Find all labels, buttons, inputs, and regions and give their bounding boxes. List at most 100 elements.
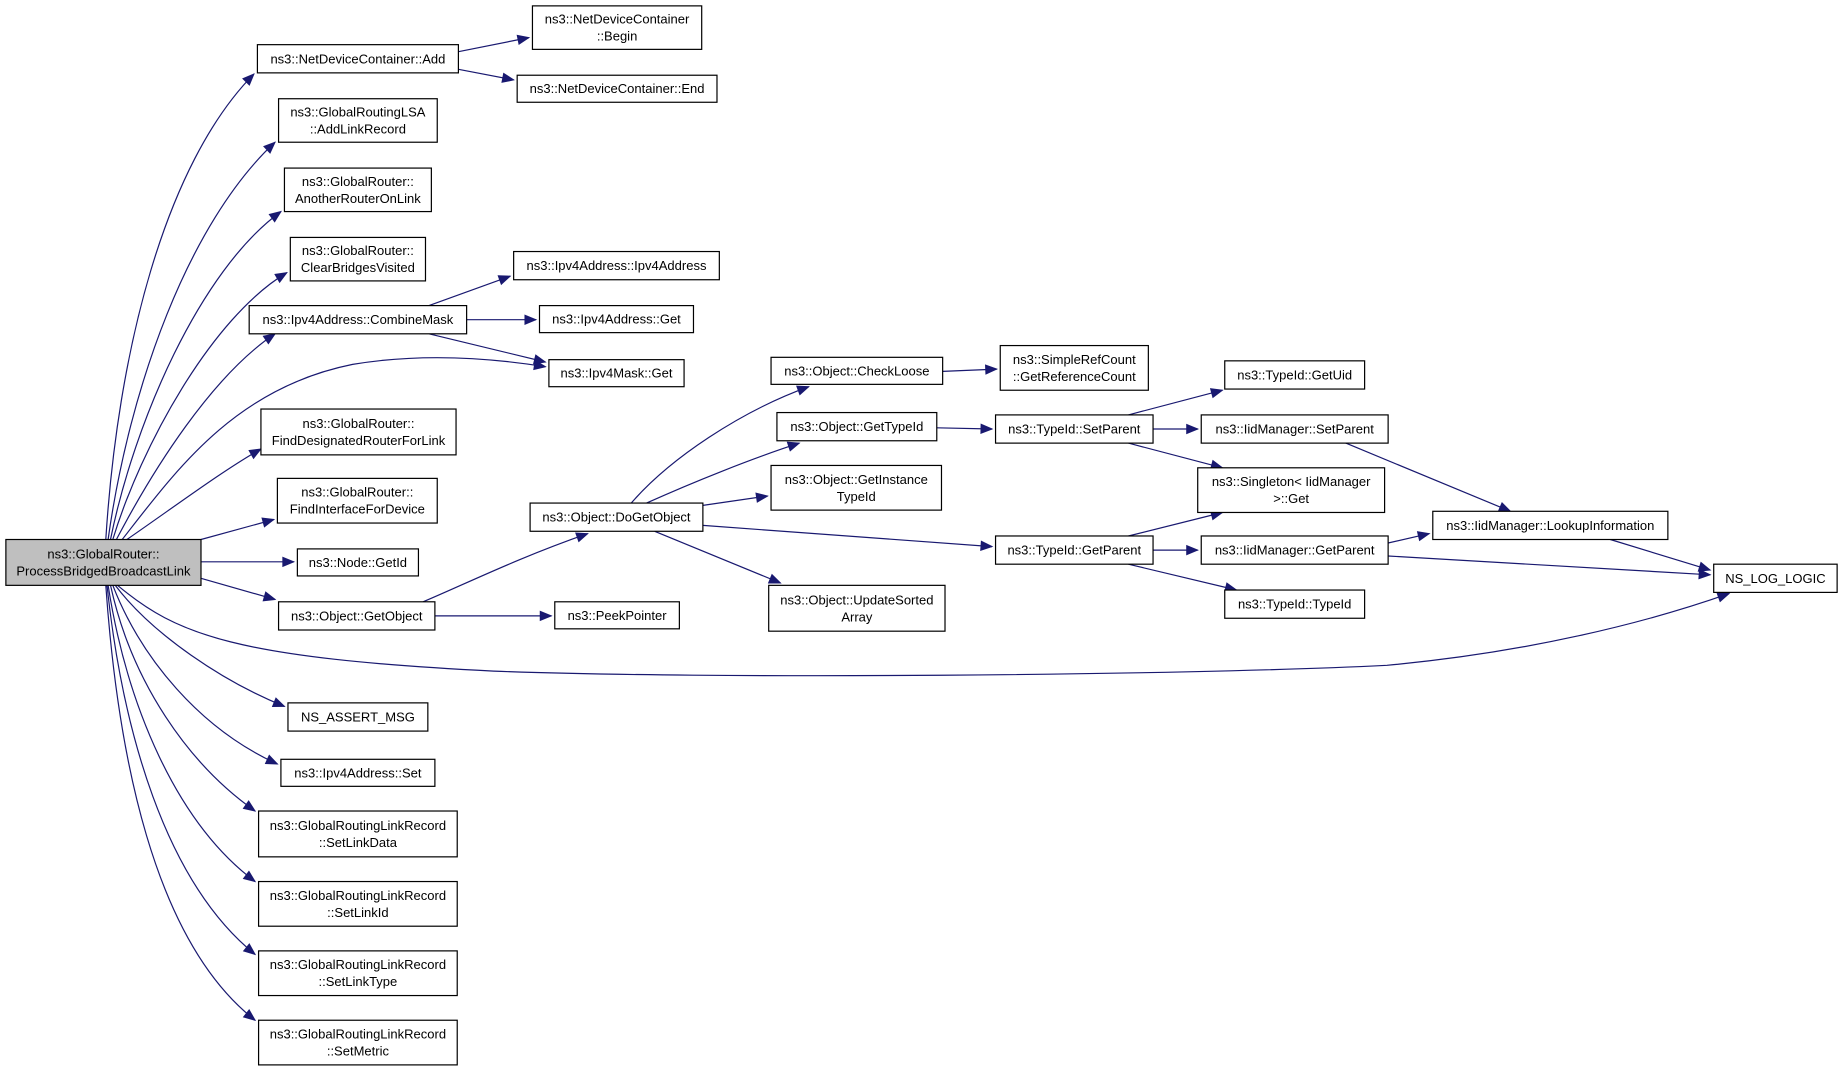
edge-arrowhead [274, 272, 288, 284]
node-box [531, 5, 703, 50]
node-grlr-setdata[interactable]: ns3::GlobalRoutingLinkRecord::SetLinkDat… [257, 810, 458, 858]
node-box [296, 548, 420, 577]
node-singleton-get[interactable]: ns3::Singleton< IidManager>::Get [1197, 467, 1386, 514]
node-label-line: ns3::TypeId::GetParent [1007, 543, 1141, 558]
edge-line [114, 584, 285, 707]
node-tid-setparent[interactable]: ns3::TypeId::SetParent [994, 414, 1154, 444]
edge-arrowhead [1209, 388, 1224, 399]
node-ipv4-set[interactable]: ns3::Ipv4Address::Set [280, 758, 436, 787]
node-gr-clear[interactable]: ns3::GlobalRouter::ClearBridgesVisited [289, 236, 427, 282]
edge-arrowhead [271, 697, 286, 707]
node-ipv4-get[interactable]: ns3::Ipv4Address::Get [538, 304, 695, 334]
node-iid-setparent[interactable]: ns3::IidManager::SetParent [1200, 414, 1389, 444]
node-obj-dogetobject[interactable]: ns3::Object::DoGetObject [529, 502, 704, 532]
node-label-line: Array [841, 609, 873, 624]
node-tid-typeid[interactable]: ns3::TypeId::TypeId [1224, 589, 1366, 619]
edge-line [117, 584, 1730, 677]
node-box [529, 502, 704, 532]
edge-obj_getobject-to-peekpointer [434, 610, 553, 622]
edge-root-to-grlr_settype [106, 585, 257, 956]
node-node-getid[interactable]: ns3::Node::GetId [296, 548, 420, 577]
edge-line [630, 386, 809, 504]
node-root[interactable]: ns3::GlobalRouter::ProcessBridgedBroadca… [5, 538, 202, 586]
node-iid-lookup[interactable]: ns3::IidManager::LookupInformation [1432, 510, 1669, 541]
node-ns-log-logic[interactable]: NS_LOG_LOGIC [1713, 563, 1838, 593]
node-grlr-settype[interactable]: ns3::GlobalRoutingLinkRecord::SetLinkTyp… [257, 950, 458, 997]
node-label-line: ns3::TypeId::GetUid [1237, 367, 1352, 382]
node-grlr-setmetric[interactable]: ns3::GlobalRoutingLinkRecord::SetMetric [257, 1019, 458, 1066]
node-label-line: ns3::NetDeviceContainer::Add [270, 51, 445, 66]
edge-arrowhead [263, 141, 277, 154]
edge-line [1610, 538, 1711, 571]
node-label-line: ::SetMetric [327, 1044, 390, 1059]
node-ndc-begin[interactable]: ns3::NetDeviceContainer::Begin [531, 5, 703, 50]
edge-line [1345, 442, 1511, 512]
edge-ndc_add-to-ndc_begin [458, 34, 531, 53]
node-obj-gettypeid[interactable]: ns3::Object::GetTypeId [776, 411, 938, 442]
node-tid-getparent[interactable]: ns3::TypeId::GetParent [994, 535, 1154, 565]
node-label-line: ::AddLinkRecord [310, 121, 406, 136]
node-box [1713, 563, 1838, 593]
node-gr-findif[interactable]: ns3::GlobalRouter::FindInterfaceForDevic… [276, 477, 438, 524]
node-gr-finddr[interactable]: ns3::GlobalRouter::FindDesignatedRouterF… [260, 408, 457, 456]
edge-line [428, 275, 511, 307]
node-gr-another[interactable]: ns3::GlobalRouter::AnotherRouterOnLink [283, 167, 432, 213]
edge-tid_getparent-to-tid_typeid [1128, 563, 1238, 593]
node-tid-getuid[interactable]: ns3::TypeId::GetUid [1224, 360, 1366, 390]
edge-arrowhead [796, 385, 810, 396]
node-box [770, 464, 943, 511]
edge-tid_setparent-to-singleton_get [1128, 442, 1224, 470]
node-label-line: AnotherRouterOnLink [295, 191, 421, 206]
node-label-line: ns3::Object::GetInstance [785, 472, 928, 487]
node-mask-get[interactable]: ns3::Ipv4Mask::Get [548, 359, 685, 388]
edge-ipv4_combine-to-ipv4_ctor [428, 275, 512, 307]
edge-arrowhead [1186, 544, 1200, 556]
node-ipv4-combine[interactable]: ns3::Ipv4Address::CombineMask [248, 304, 468, 335]
edge-ipv4_combine-to-ipv4_get [466, 314, 538, 325]
node-label-line: ::SetLinkType [319, 974, 398, 989]
edge-arrowhead [497, 275, 512, 286]
node-label-line: ns3::Singleton< IidManager [1212, 474, 1371, 489]
edge-arrowhead [1497, 501, 1512, 512]
node-label-line: ns3::NetDeviceContainer [545, 12, 690, 27]
node-ndc-add[interactable]: ns3::NetDeviceContainer::Add [256, 44, 459, 74]
edge-root-to-ns_assert_msg [114, 584, 286, 707]
edge-arrowhead [1186, 423, 1200, 435]
node-box [283, 167, 432, 213]
edge-tid_setparent-to-tid_getuid [1128, 388, 1224, 416]
node-ns-assert-msg[interactable]: NS_ASSERT_MSG [287, 702, 429, 732]
edge-line [1388, 555, 1711, 576]
node-label-line: ns3::Ipv4Mask::Get [560, 366, 672, 381]
node-ndc-end[interactable]: ns3::NetDeviceContainer::End [516, 74, 718, 103]
edge-obj_dogetobject-to-obj_update [654, 530, 782, 584]
edge-line [115, 333, 276, 540]
node-peekpointer[interactable]: ns3::PeekPointer [554, 601, 680, 630]
node-ipv4-ctor[interactable]: ns3::Ipv4Address::Ipv4Address [513, 250, 720, 281]
edge-arrowhead [516, 34, 531, 46]
node-grlsa-add[interactable]: ns3::GlobalRoutingLSA::AddLinkRecord [277, 98, 438, 143]
node-label-line: NS_LOG_LOGIC [1725, 571, 1825, 586]
node-src-getref[interactable]: ns3::SimpleRefCount::GetReferenceCount [999, 344, 1149, 391]
edge-obj_dogetobject-to-tid_getparent [702, 524, 994, 551]
edge-line [109, 211, 282, 540]
node-grlr-setid[interactable]: ns3::GlobalRoutingLinkRecord::SetLinkId [257, 880, 458, 927]
node-obj-checkloose[interactable]: ns3::Object::CheckLoose [770, 356, 944, 385]
node-label-line: ns3::IidManager::LookupInformation [1446, 518, 1654, 533]
node-box [548, 359, 685, 388]
node-box [513, 250, 720, 281]
edge-line [112, 585, 278, 765]
node-label-line: ns3::PeekPointer [568, 608, 668, 623]
node-label-line: ns3::Object::DoGetObject [542, 510, 691, 525]
node-label-line: ns3::GlobalRouter:: [47, 546, 159, 561]
node-label-line: ns3::Ipv4Address::Ipv4Address [527, 258, 707, 273]
edge-obj_dogetobject-to-obj_gettypeid [646, 441, 801, 504]
node-obj-getobject[interactable]: ns3::Object::GetObject [277, 601, 436, 631]
edge-line [1128, 563, 1237, 591]
node-iid-getparent[interactable]: ns3::IidManager::GetParent [1200, 535, 1389, 565]
edge-arrowhead [575, 532, 589, 543]
edge-line [109, 585, 256, 812]
node-box [277, 601, 436, 631]
